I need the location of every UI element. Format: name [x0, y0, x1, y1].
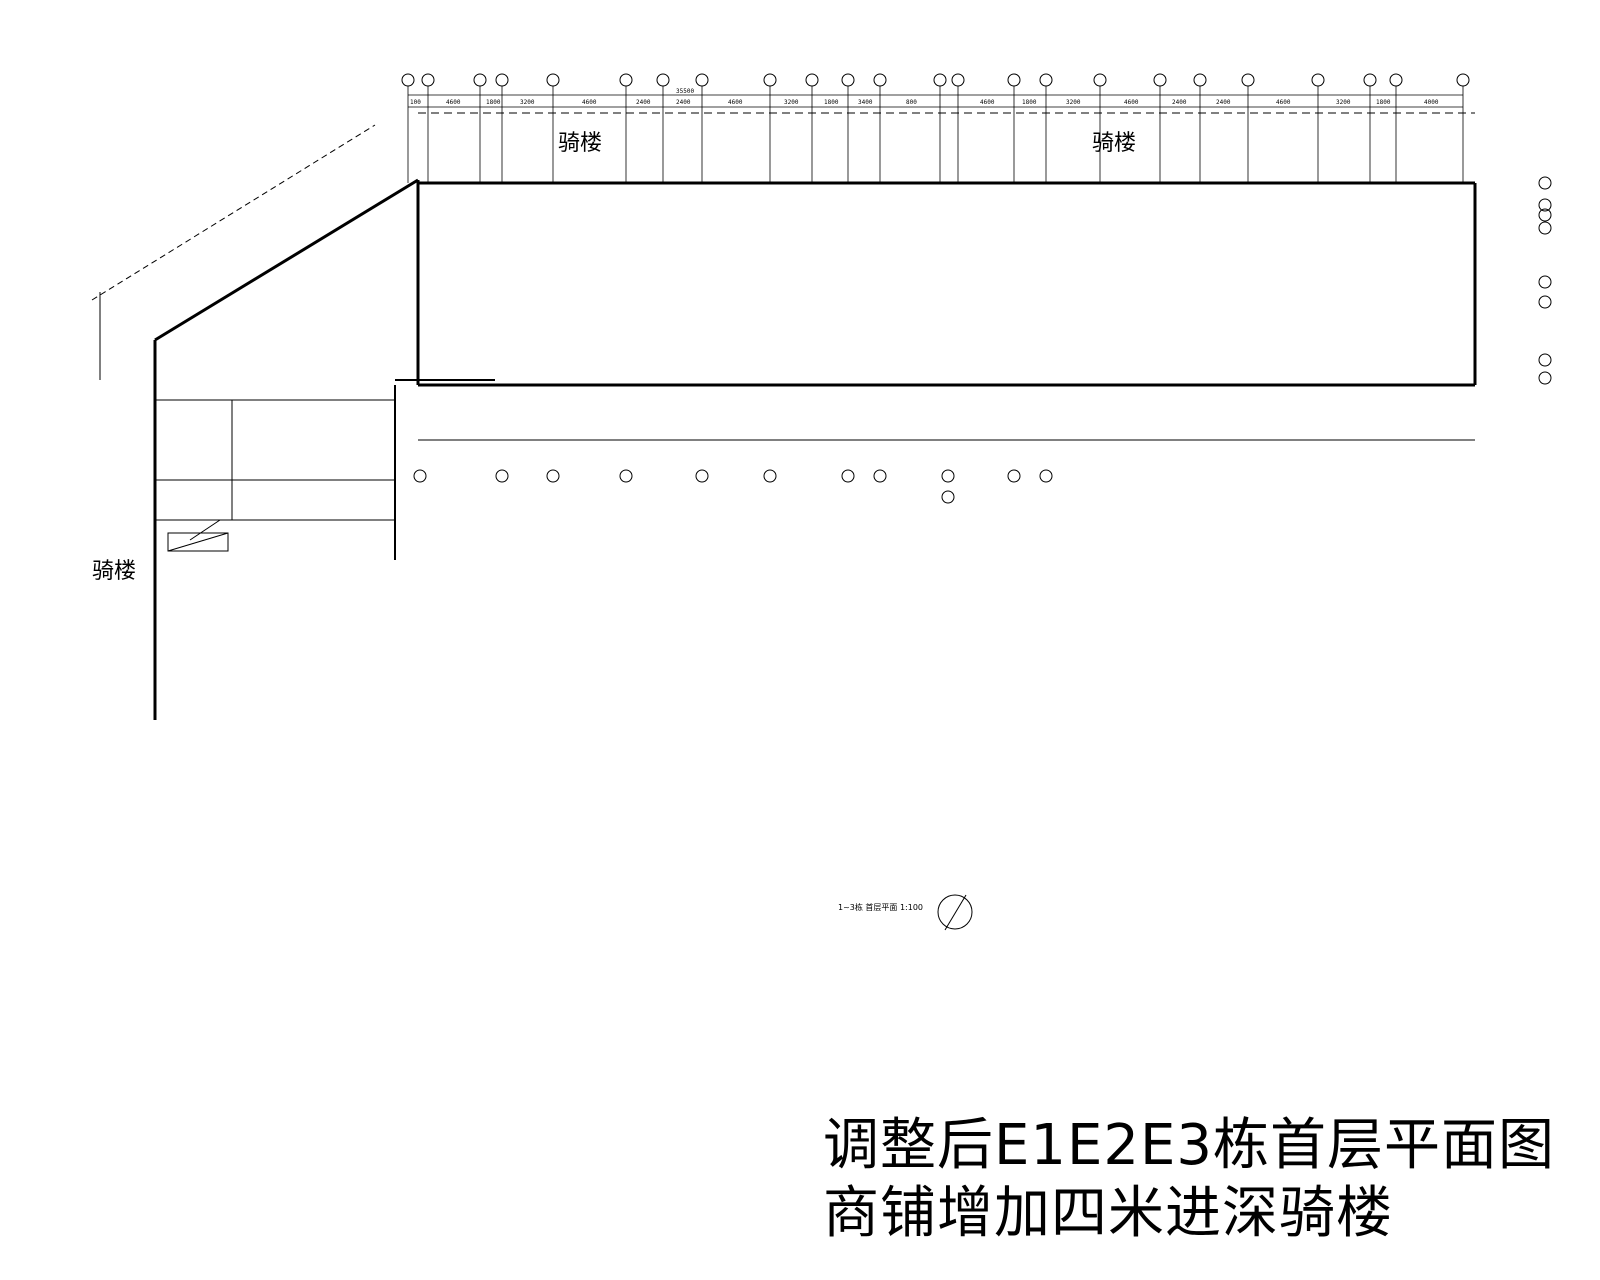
dim-text: 1800: [486, 99, 501, 106]
north-arrow-icon: [937, 894, 973, 931]
plan-title-label: 1~3栋 首层平面 1:100: [838, 902, 923, 912]
drawing-title-line-2: 商铺增加四米进深骑楼: [823, 1181, 1393, 1246]
top-dimension-texts: 100 4600 1800 3200 4600 2400 2400 4600 3…: [410, 99, 1439, 106]
dim-text: 4600: [1276, 99, 1291, 106]
dim-text: 2400: [1172, 99, 1187, 106]
arcade-label-top-right: 骑楼: [1092, 131, 1136, 156]
dim-text: 3200: [1066, 99, 1081, 106]
dim-text: 800: [906, 99, 917, 106]
dim-text: 4600: [980, 99, 995, 106]
dim-text: 4600: [582, 99, 597, 106]
dim-text: 100: [410, 99, 421, 106]
dim-text: 4600: [446, 99, 461, 106]
main-plan-outline: [418, 112, 1477, 441]
dim-text: 3400: [858, 99, 873, 106]
arcade-label-left: 骑楼: [92, 559, 136, 584]
drawing-title-line-1: 调整后E1E2E3栋首层平面图: [823, 1113, 1556, 1178]
dim-text: 3200: [1336, 99, 1351, 106]
dim-text: 1800: [1022, 99, 1037, 106]
dim-text: 2400: [1216, 99, 1231, 106]
dimension-lines-top: [408, 94, 1463, 108]
dim-text: 4600: [728, 99, 743, 106]
dim-text: 4600: [1124, 99, 1139, 106]
dim-text: 3200: [784, 99, 799, 106]
dim-text: 1800: [1376, 99, 1391, 106]
dim-text: 1800: [824, 99, 839, 106]
arcade-label-top-left: 骑楼: [558, 131, 602, 156]
top-axis-bubbles: [401, 73, 1470, 87]
diagonal-wing-outline: [91, 124, 495, 720]
dim-text: 2400: [676, 99, 691, 106]
dim-text: 2400: [636, 99, 651, 106]
dim-text: 4000: [1424, 99, 1439, 106]
dim-text: 3200: [520, 99, 535, 106]
bottom-axis-bubbles: [413, 469, 1053, 504]
top-axis-leaders: [407, 86, 1464, 183]
overall-dimension-top: 35500: [676, 88, 694, 95]
right-axis-bubbles: [1538, 176, 1552, 385]
